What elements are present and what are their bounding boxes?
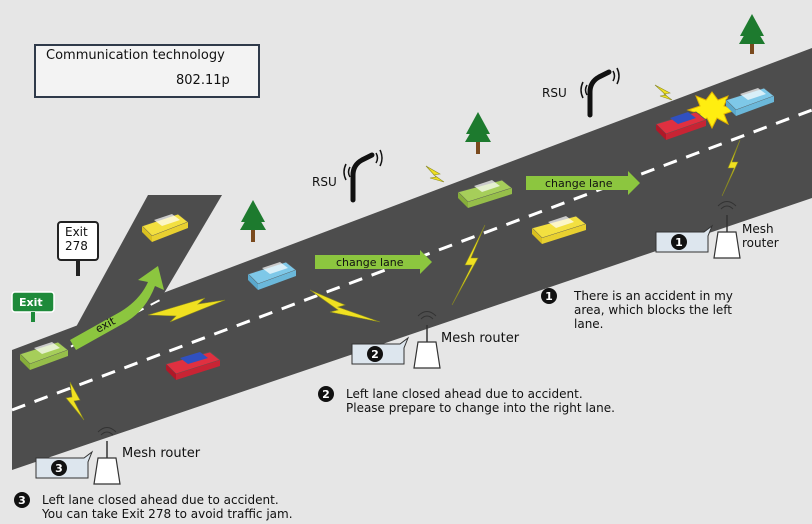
- legend-box: Communication technology 802.11p: [34, 44, 260, 98]
- rsu-label: RSU: [542, 86, 567, 100]
- change-lane-label: change lane: [336, 256, 404, 269]
- legend-value: 802.11p: [176, 73, 230, 88]
- note-number: 3: [18, 494, 26, 507]
- tree-icon: [739, 14, 765, 54]
- tree-icon: [240, 200, 266, 242]
- mesh-router-label: Mesh router: [742, 222, 779, 250]
- exit-badge-text: Exit: [19, 296, 43, 309]
- note-number: 2: [322, 388, 330, 401]
- legend-title: Communication technology: [46, 48, 225, 63]
- car-icon: [725, 87, 775, 116]
- exit-arrow-icon: [70, 266, 164, 350]
- mesh-badge-3: [35, 450, 94, 479]
- note-number: 1: [545, 290, 553, 303]
- change-lane-arrow-icon: [315, 250, 432, 274]
- badge-number: 2: [371, 348, 379, 361]
- mesh-router-label: Mesh router: [122, 446, 201, 461]
- mesh-router-label: Mesh router: [441, 331, 520, 346]
- tree-icon: [465, 112, 491, 154]
- exit-sign-text: Exit 278: [65, 225, 88, 253]
- mesh-router-icon: [713, 201, 741, 259]
- note-1-text: There is an accident in my area, which b…: [574, 289, 733, 331]
- exit-sign-icon: [57, 221, 99, 276]
- rsu-label: RSU: [312, 175, 337, 189]
- car-icon: [457, 179, 513, 208]
- note-2-text: Left lane closed ahead due to accident. …: [346, 387, 615, 415]
- car-icon: [247, 261, 297, 290]
- rsu-antenna-icon: [580, 67, 620, 118]
- mesh-badge-2: [351, 336, 410, 365]
- car-icon: [141, 213, 189, 242]
- mesh-router-icon: [93, 427, 121, 485]
- car-icon: [165, 351, 221, 380]
- exit-ramp-road: [70, 195, 222, 338]
- car-icon: [19, 341, 69, 370]
- mesh-badge-1: [655, 224, 714, 253]
- car-icon: [655, 111, 707, 140]
- change-lane-label: change lane: [545, 177, 613, 190]
- note-3-text: Left lane closed ahead due to accident. …: [42, 493, 293, 521]
- car-icon: [531, 215, 587, 244]
- change-lane-arrow-icon: [526, 171, 640, 195]
- badge-number: 1: [675, 236, 683, 249]
- exit-badge-icon: [11, 291, 55, 322]
- badge-number: 3: [55, 462, 63, 475]
- rsu-antenna-icon: [343, 149, 383, 203]
- mesh-router-icon: [413, 311, 441, 369]
